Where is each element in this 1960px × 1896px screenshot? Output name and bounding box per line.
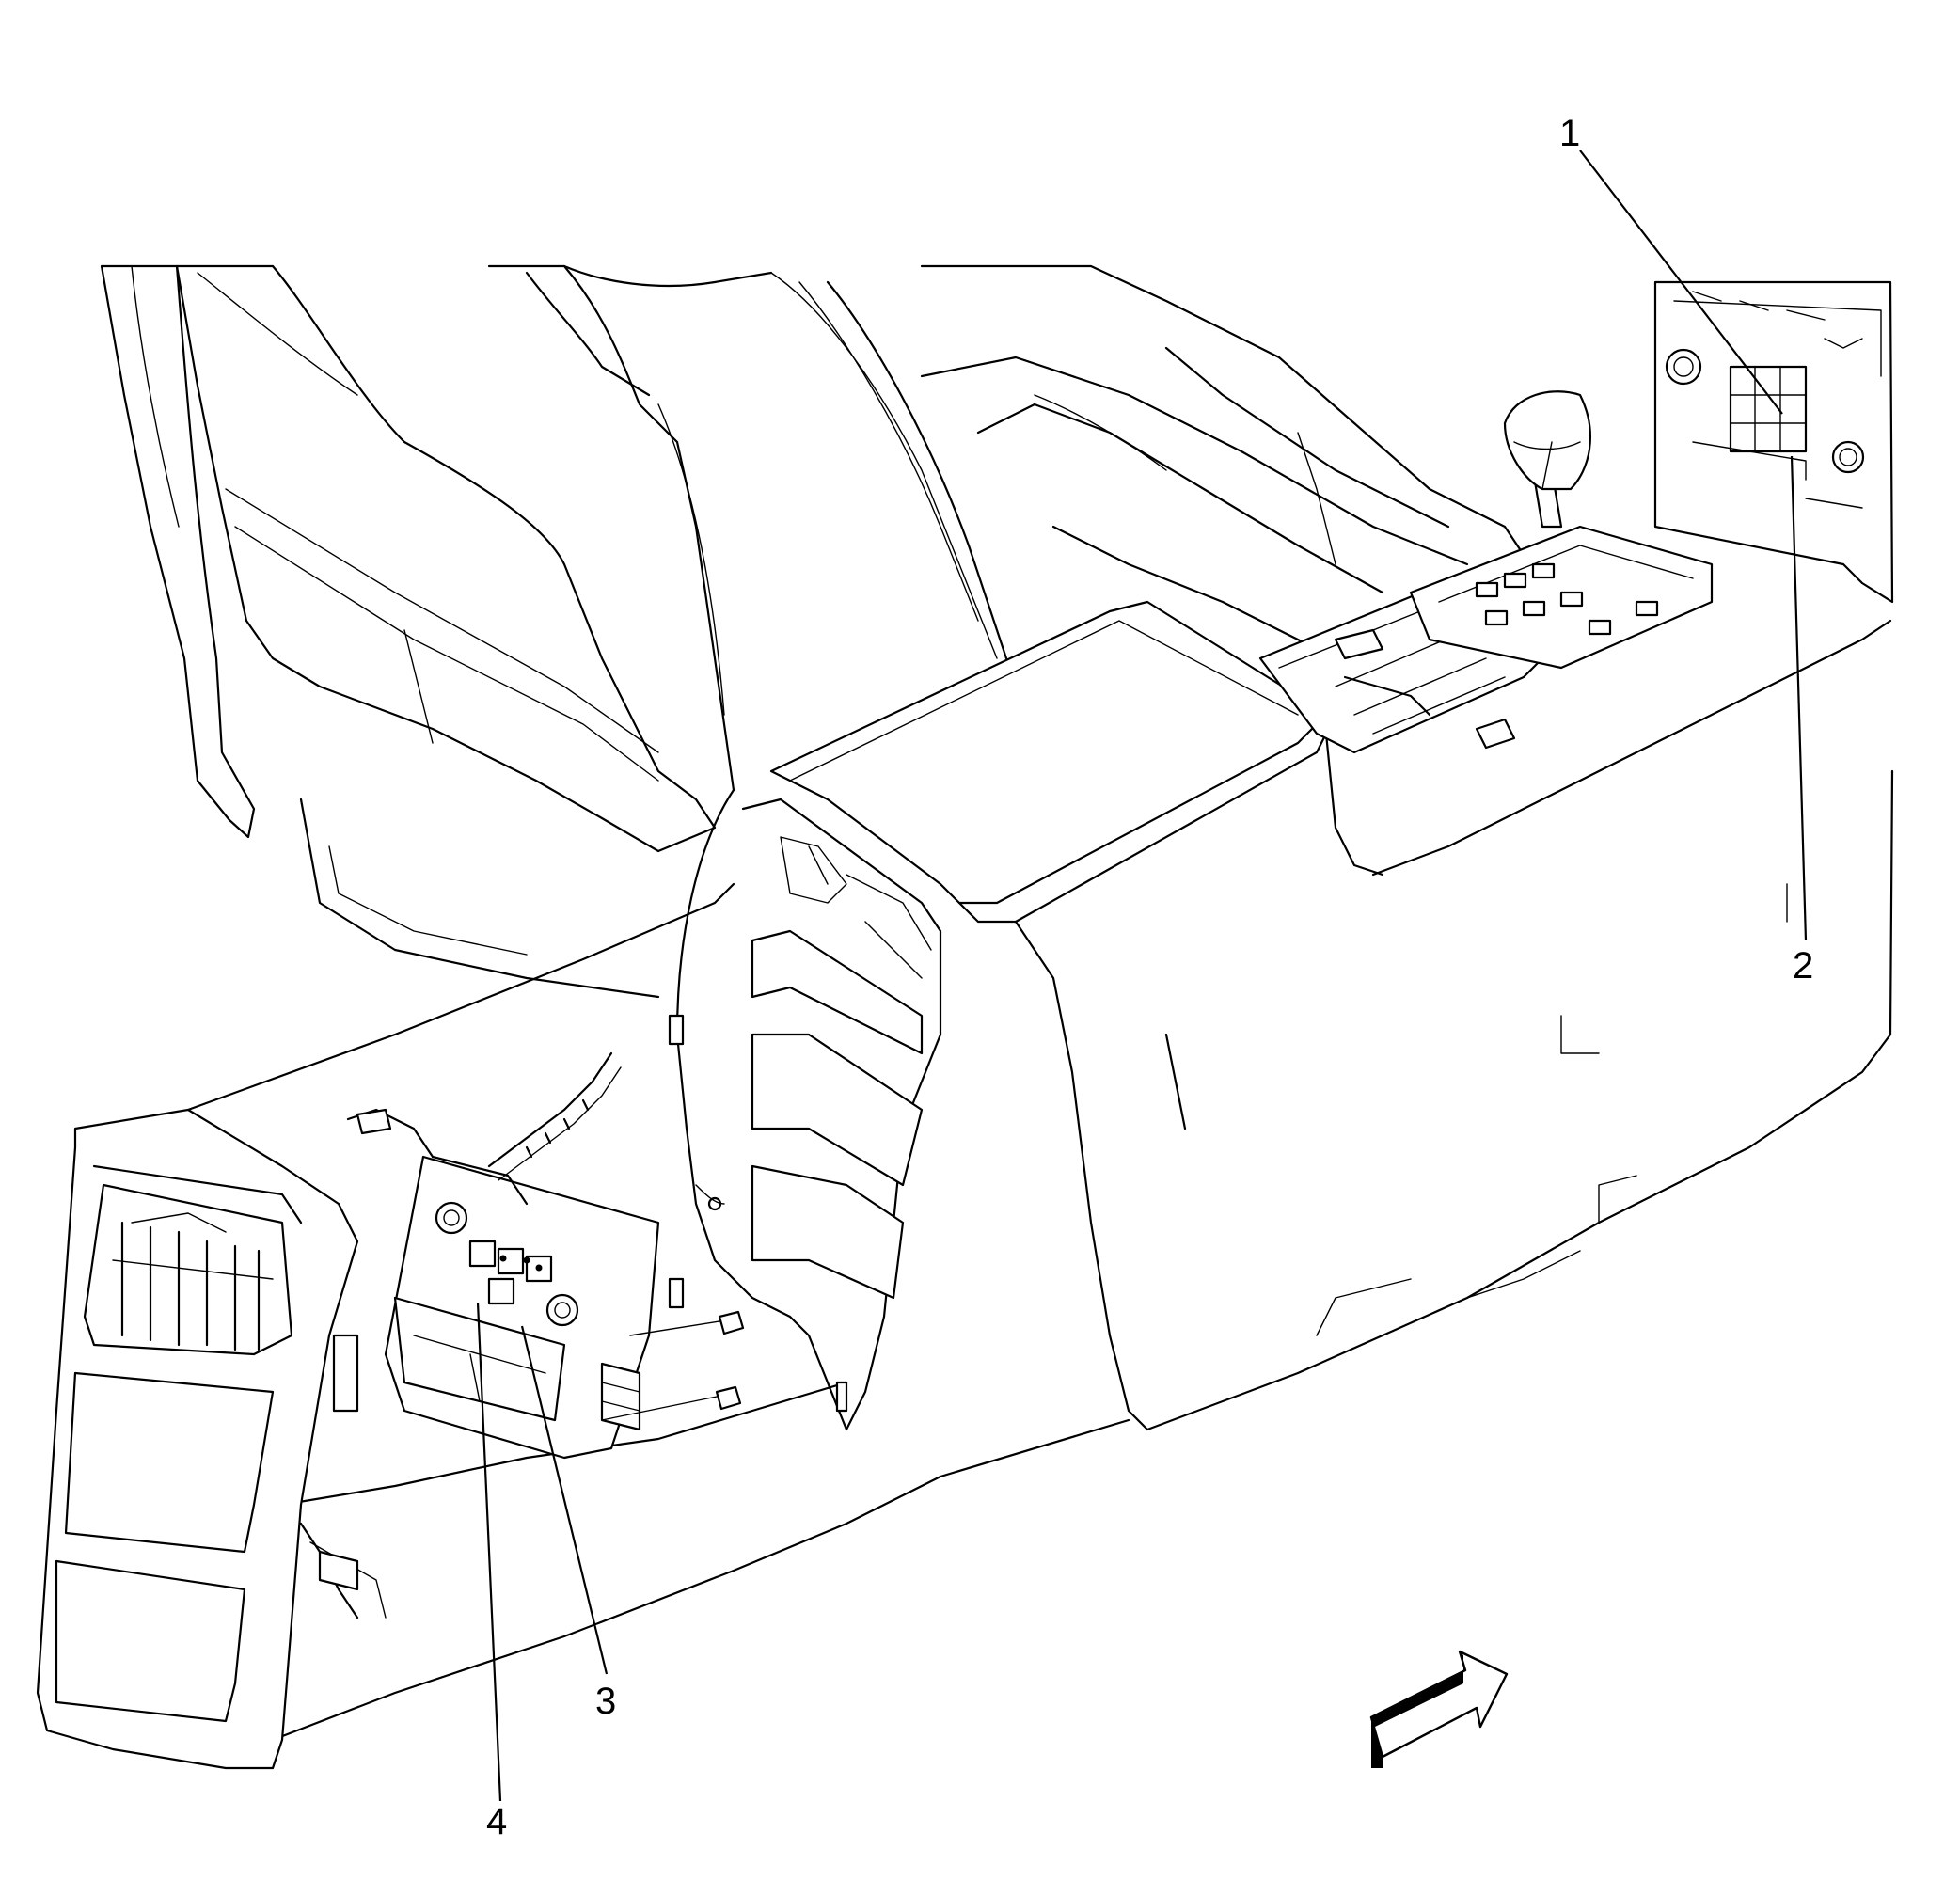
callout-1: 1	[1559, 113, 1580, 154]
callout-leaders	[476, 150, 1808, 1802]
callout-2: 2	[1793, 945, 1813, 987]
center-console	[186, 572, 1894, 1742]
shifter-area	[1409, 280, 1894, 670]
callout-labels: 1 2 3 4	[486, 113, 1813, 1842]
leader-1	[1579, 150, 1783, 415]
leader-2	[1790, 455, 1808, 941]
leader-4	[476, 1302, 502, 1802]
leader-3	[520, 1325, 609, 1675]
callout-4: 4	[486, 1801, 507, 1842]
forward-arrow-icon	[1369, 1650, 1509, 1768]
rear-console-bezel	[36, 1108, 387, 1770]
callout-3: 3	[595, 1681, 616, 1722]
passenger-seat	[920, 264, 1544, 651]
hvac-control-module	[346, 1051, 745, 1460]
seat	[100, 264, 1008, 999]
